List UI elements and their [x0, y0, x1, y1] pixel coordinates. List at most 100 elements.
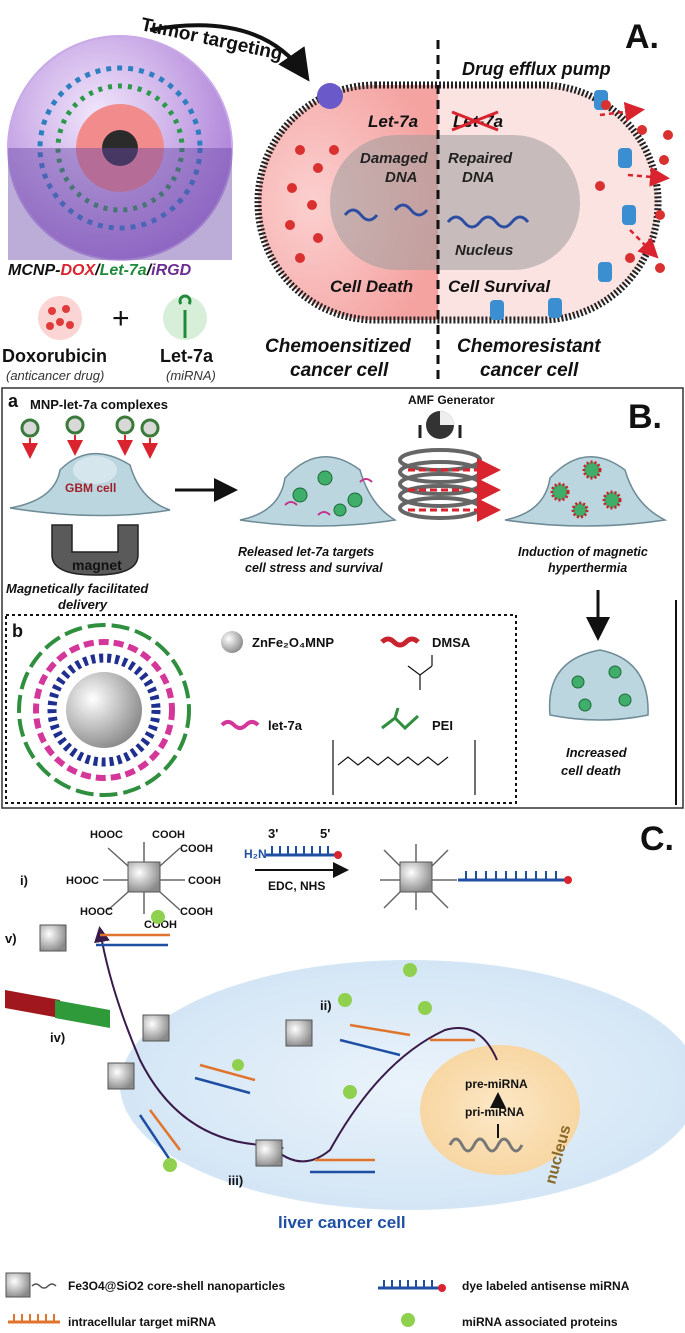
- pri-mirna-label: pri-miRNA: [465, 1105, 525, 1119]
- panel-a: A. Tumor targeting MCNP-DOX/Let-7a/iRGD …: [2, 14, 673, 385]
- drug-efflux-label: Drug efflux pump: [462, 59, 611, 79]
- induction-line1: Induction of magnetic: [518, 545, 648, 559]
- let7a-cross-line-2: [451, 110, 499, 132]
- pei-label: PEI: [432, 718, 453, 733]
- cooh-bottom: COOH: [144, 919, 177, 931]
- step-i-label: i): [20, 873, 28, 888]
- dna-helix-repaired: [446, 215, 530, 229]
- cell-survival-label: Cell Survival: [448, 277, 551, 296]
- let7a-left-label: Let-7a: [368, 112, 418, 131]
- chemosensitized-line1: Chemoensitized: [265, 336, 411, 357]
- panel-b-letter: B.: [628, 398, 662, 436]
- increased-line1: Increased: [566, 745, 628, 760]
- legend-target: intracellular target miRNA: [68, 1315, 216, 1329]
- sub-panel-b-letter: b: [12, 621, 23, 641]
- damaged-dna-line1: Damaged: [360, 150, 428, 167]
- hooc-lower-left: HOOC: [80, 906, 113, 918]
- gbm-cell-4: [548, 649, 649, 721]
- dmsa-structure: [407, 655, 433, 690]
- protein-blobs: [151, 910, 432, 1172]
- step-v-label: v): [5, 931, 17, 946]
- mag-delivery-line2: delivery: [58, 597, 108, 612]
- sub-panel-b-frame: [5, 614, 517, 804]
- drug-dots-inside: [285, 145, 339, 263]
- magnet-shape: [51, 524, 139, 576]
- antisense-strand-i: [266, 846, 342, 859]
- step-iv-label: iv): [50, 1030, 65, 1045]
- dna-helix-damaged: [343, 203, 429, 222]
- uptake-path: [94, 926, 263, 1146]
- amf-label: AMF Generator: [408, 393, 495, 407]
- gbm-cell-2: [239, 456, 398, 527]
- znfe-complex: [17, 623, 191, 797]
- plus-sign: +: [112, 302, 130, 335]
- released-line1: Released let-7a targets: [238, 545, 374, 559]
- amf-generator: AMF Generator: [398, 393, 501, 522]
- dna-coil: [448, 1137, 524, 1153]
- carboxyl-particle: COOH COOH COOH COOH COOH HOOC HOOC HOOC: [66, 829, 221, 931]
- targeting-particle: [317, 83, 343, 109]
- legend-core-shell-icon: [5, 1272, 31, 1298]
- repaired-dna-line1: Repaired: [448, 150, 513, 167]
- increased-line2: cell death: [561, 763, 621, 778]
- let7a-icon-b: [220, 720, 260, 730]
- cooh-upper-right: COOH: [180, 843, 213, 855]
- legend: Fe3O4@SiO2 core-shell nanoparticles dye …: [5, 1272, 630, 1329]
- damaged-dna-line2: DNA: [385, 169, 418, 186]
- gbm-cell-label: GBM cell: [65, 481, 116, 495]
- conjugated-particle: [380, 844, 572, 910]
- sub-panel-a-letter: a: [8, 391, 19, 411]
- nanoparticle-sphere: [7, 35, 233, 261]
- panel-c: C. i) COOH COOH COOH COOH COOH HOOC HOOC…: [0, 810, 685, 1333]
- mag-delivery-line1: Magnetically facilitated: [6, 581, 149, 596]
- doxorubicin-sublabel: (anticancer drug): [6, 368, 104, 383]
- chips: [5, 990, 110, 1028]
- hooc-upper-left: HOOC: [90, 829, 123, 841]
- h2n-label: H₂N: [244, 847, 267, 861]
- gbm-cell-3: [504, 456, 668, 527]
- gbm-cell-1: GBM cell: [9, 415, 171, 517]
- panel-b-frame: [1, 387, 684, 809]
- panel-c-letter: C.: [640, 820, 674, 858]
- duplex-strands: [96, 933, 475, 1174]
- three-prime: 3': [268, 826, 278, 841]
- magnet-label: magnet: [72, 557, 122, 573]
- hooc-left: HOOC: [66, 875, 99, 887]
- repaired-dna-line2: DNA: [462, 169, 495, 186]
- legend-antisense: dye labeled antisense miRNA: [462, 1279, 630, 1293]
- step-iii-label: iii): [228, 1173, 243, 1188]
- pei-icon: [381, 707, 420, 731]
- doxorubicin-label: Doxorubicin: [2, 346, 107, 366]
- nucleus-label: Nucleus: [455, 242, 513, 259]
- chemoresistant-line1: Chemoresistant: [457, 336, 601, 357]
- complexes-label: MNP-let-7a complexes: [30, 397, 168, 412]
- doxorubicin-dots: [46, 305, 74, 330]
- cooh-lower-right: COOH: [180, 906, 213, 918]
- legend-core-shell: Fe3O4@SiO2 core-shell nanoparticles: [68, 1279, 285, 1293]
- induction-line2: hyperthermia: [548, 561, 627, 575]
- efflux-pumps: [490, 90, 636, 320]
- cooh-top: COOH: [152, 829, 185, 841]
- let7a-sublabel: (miRNA): [166, 368, 216, 383]
- drug-dots-outside: [595, 100, 673, 273]
- edc-nhs-label: EDC, NHS: [268, 879, 325, 893]
- liver-cell: [120, 960, 685, 1210]
- chemoresistant-line2: cancer cell: [480, 360, 579, 381]
- dmsa-label: DMSA: [432, 635, 471, 650]
- export-path: [267, 1027, 498, 1163]
- znfe-mnp-icon: [221, 631, 243, 653]
- liver-cell-label: liver cancer cell: [278, 1213, 406, 1232]
- nanoparticle-label: MCNP-DOX/Let-7a/iRGD: [8, 262, 192, 279]
- cell-death-label: Cell Death: [330, 277, 413, 296]
- chemosensitized-line2: cancer cell: [290, 360, 389, 381]
- legend-protein-icon: [401, 1313, 415, 1327]
- dmsa-icon: [380, 636, 420, 648]
- five-prime: 5': [320, 826, 330, 841]
- probe-particles: [39, 924, 313, 1167]
- legend-proteins: miRNA associated proteins: [462, 1315, 618, 1329]
- released-line2: cell stress and survival: [245, 561, 383, 575]
- tumor-targeting-arrow: [149, 23, 310, 82]
- znfe-label: ZnFe₂O₄MNP: [252, 635, 334, 650]
- let7a-label-b: let-7a: [268, 718, 303, 733]
